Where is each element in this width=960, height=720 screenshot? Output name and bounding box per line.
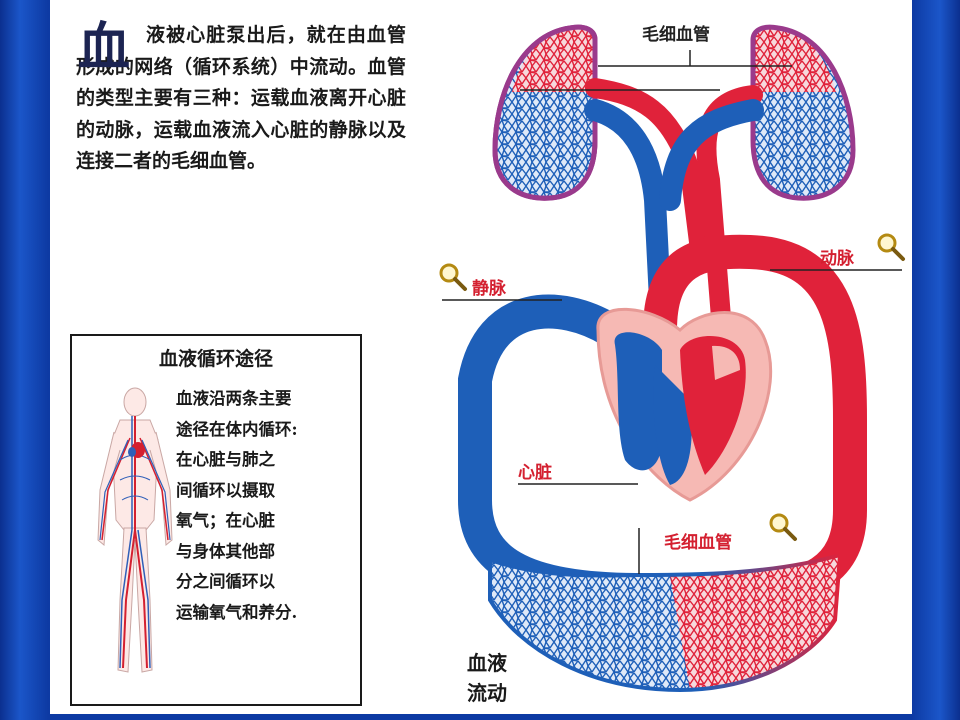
circulation-box-text: 血液沿两条主要 途径在体内循环: 在心脏与肺之 间循环以摄取 氧气；在心脏 与身… [176,389,298,622]
intro-big-character: 血 [78,17,131,78]
circulation-info-box: 血液循环途径 血液沿两条主要 途径在体内循环: 在心脏与肺之 间循环以摄取 氧气… [70,334,362,706]
label-artery: 动脉 [820,249,854,269]
leader-lines [442,50,902,574]
human-body-circulation-figure [97,387,173,673]
body-capillary-bed [488,552,843,693]
slide-page: 液被心脏泵出后，就在由血管形成的网络（循环系统）中流动。血管的类型主要有三种：运… [50,0,912,714]
magnifier-icon[interactable] [438,262,468,292]
label-vein: 静脉 [472,279,506,299]
intro-paragraph: 液被心脏泵出后，就在由血管形成的网络（循环系统）中流动。血管的类型主要有三种：运… [76,24,406,172]
heart [596,307,773,502]
left-lung [492,24,598,201]
magnifier-icon[interactable] [768,512,798,542]
label-heart: 心脏 [518,463,552,483]
magnifier-icon[interactable] [876,232,906,262]
blood-flow-caption: 血液 流动 [467,651,507,705]
label-capillary-top: 毛细血管 [642,25,710,45]
circulation-diagram [442,24,902,693]
right-lung [750,24,856,201]
label-capillary-bottom: 毛细血管 [664,533,732,553]
circulation-box-title: 血液循环途径 [158,348,273,370]
